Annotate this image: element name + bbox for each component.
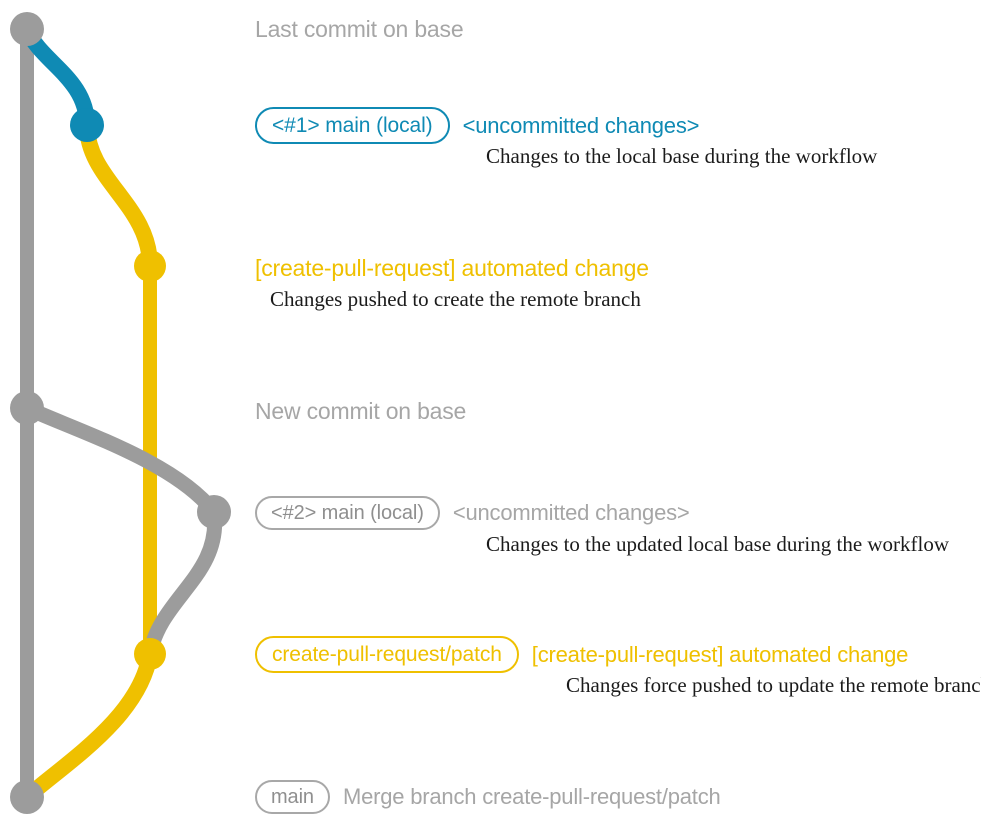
commit-description-local-main-1: Changes to the local base during the wor… (486, 144, 878, 168)
edge-local-2-to-remote-2 (142, 504, 223, 662)
edge-remote-2-to-merge (19, 646, 158, 805)
commit-node-remote-2[interactable] (134, 638, 166, 670)
row-merge-commit: main Merge branch create-pull-request/pa… (255, 780, 721, 814)
row-local-main-1: <#1> main (local) <uncommitted changes> (255, 107, 699, 144)
commit-subject-merge-commit: Merge branch create-pull-request/patch (342, 784, 721, 809)
commit-subject-automated-change-1: [create-pull-request] automated change (255, 254, 649, 281)
commit-description-automated-change-2: Changes force pushed to update the remot… (566, 673, 981, 697)
commit-subject-automated-change-2: [create-pull-request] automated change (531, 641, 909, 667)
commit-node-local-2[interactable] (197, 495, 231, 529)
commit-subject-local-main-2: <uncommitted changes> (452, 500, 690, 525)
row-new-commit-on-base: New commit on base (255, 396, 466, 426)
branch-badge-local-main-2[interactable]: <#2> main (local) (255, 496, 440, 530)
edge-local-1-to-remote-1 (79, 117, 158, 274)
commit-node-base-new-commit[interactable] (10, 391, 44, 425)
branch-badge-main[interactable]: main (255, 780, 330, 814)
edge-base-to-local-1 (19, 21, 95, 133)
commit-description-automated-change-1: Changes pushed to create the remote bran… (270, 287, 641, 311)
commit-subject-new-commit-on-base: New commit on base (255, 397, 467, 424)
commit-subject-last-commit-on-base: Last commit on base (255, 15, 464, 42)
commit-node-base-head[interactable] (10, 12, 44, 46)
commit-subject-local-main-1: <uncommitted changes> (462, 112, 700, 138)
row-local-main-2: <#2> main (local) <uncommitted changes> (255, 495, 690, 531)
branch-badge-local-main-1[interactable]: <#1> main (local) (255, 107, 450, 144)
commit-node-merge[interactable] (10, 780, 44, 814)
commit-node-remote-1[interactable] (134, 250, 166, 282)
commit-description-local-main-2: Changes to the updated local base during… (486, 532, 950, 556)
branch-badge-create-pull-request-patch[interactable]: create-pull-request/patch (255, 636, 519, 673)
row-automated-change-2: create-pull-request/patch [create-pull-r… (255, 636, 908, 673)
row-last-commit-on-base: Last commit on base (255, 11, 464, 47)
row-automated-change-1: [create-pull-request] automated change (255, 253, 649, 283)
edge-base-to-local-2 (19, 400, 222, 520)
commit-node-local-1[interactable] (70, 108, 104, 142)
